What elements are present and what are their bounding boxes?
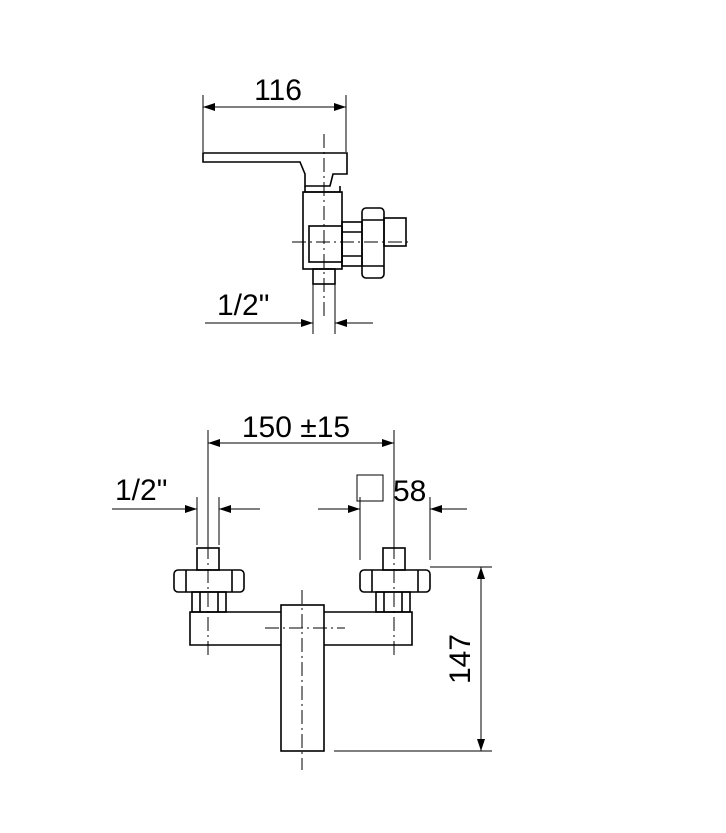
dimension-58-label: 58	[393, 475, 426, 508]
right-inlet	[359, 547, 431, 613]
valve-body	[302, 191, 343, 285]
dimension-147: 147	[334, 566, 492, 752]
dimension-side-half-inch: 1/2"	[205, 284, 373, 334]
front-view: 150 ±15 1/2" 58	[112, 411, 492, 770]
dimension-147-label: 147	[444, 634, 477, 684]
dimension-116: 116	[202, 74, 347, 152]
dimension-116-label: 116	[254, 74, 302, 107]
lever-handle	[202, 152, 348, 193]
dimension-front-half-inch-label: 1/2"	[115, 474, 167, 507]
dimension-150: 150 ±15	[207, 411, 395, 545]
mixer-bar	[189, 611, 413, 646]
dimension-side-half-inch-label: 1/2"	[217, 289, 269, 322]
inlet-assembly	[341, 207, 407, 279]
dimension-58: 58	[318, 474, 467, 560]
dimension-front-half-inch: 1/2"	[112, 474, 260, 545]
mixer-body	[280, 604, 325, 752]
left-inlet	[173, 547, 245, 613]
side-view: 116	[202, 74, 412, 334]
square-symbol-icon	[356, 474, 384, 502]
dimension-150-label: 150 ±15	[242, 411, 350, 444]
